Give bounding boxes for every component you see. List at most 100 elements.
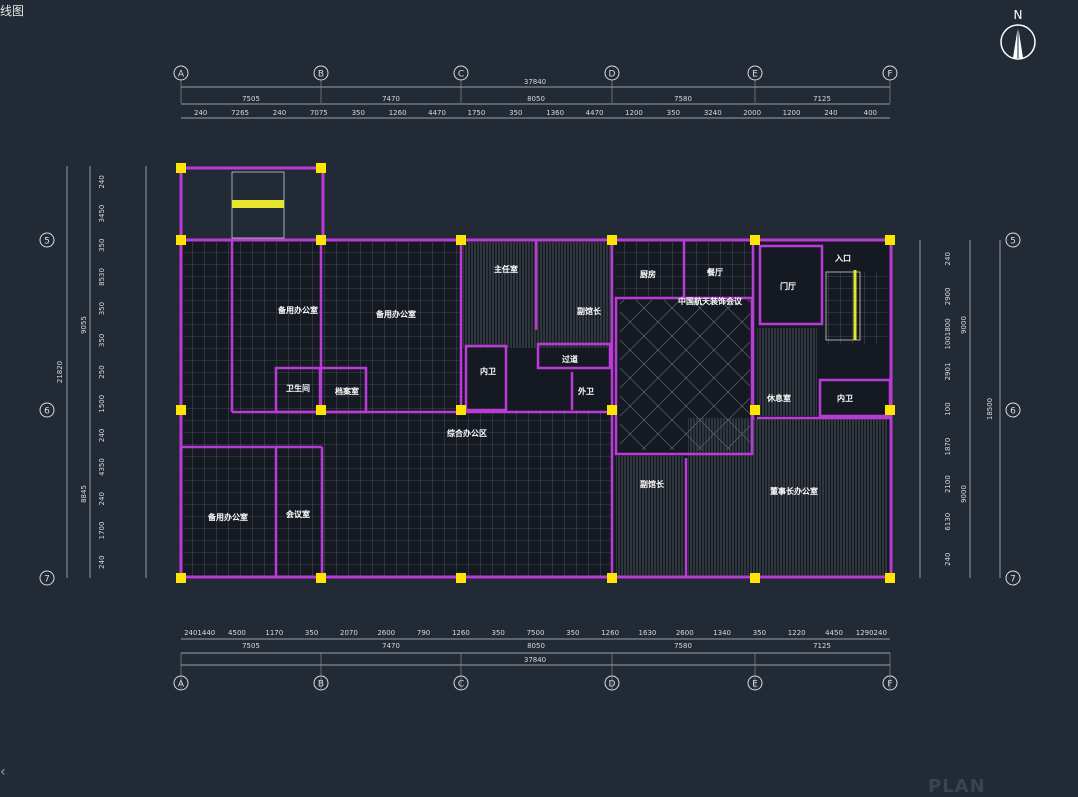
svg-text:240: 240 [98,429,106,442]
svg-text:240: 240 [944,252,952,265]
svg-text:240: 240 [98,175,106,188]
svg-text:F: F [887,70,892,80]
room-label-r6: 备用办公室 [207,512,248,522]
svg-text:4350: 4350 [98,458,106,476]
room-label-r12: 外卫 [578,386,594,396]
svg-text:2600: 2600 [377,629,395,637]
room-label-r20: 副馆长 [640,479,665,489]
room-label-r21: 董事长办公室 [770,486,818,496]
chevron-left-icon[interactable]: ‹ [0,764,6,780]
svg-text:1700: 1700 [98,522,106,540]
svg-text:7: 7 [1010,575,1016,585]
svg-text:350: 350 [305,629,318,637]
svg-text:9000: 9000 [960,316,968,334]
svg-text:1260: 1260 [452,629,470,637]
column-0 [176,235,186,245]
svg-text:A: A [178,680,185,690]
svg-text:6130: 6130 [944,513,952,531]
drawing-title: 线图 [0,4,25,18]
column-18 [176,163,186,173]
svg-text:2600: 2600 [676,629,694,637]
room-label-r2: 备用办公室 [375,309,416,319]
svg-text:350: 350 [98,334,106,347]
svg-text:240: 240 [824,109,837,117]
svg-text:350: 350 [491,629,504,637]
room-label-r1: 备用办公室 [277,305,318,315]
svg-text:350: 350 [667,109,680,117]
axis-bubble-F-0: F [882,65,898,81]
column-12 [750,235,760,245]
svg-text:C: C [458,70,464,80]
svg-text:A: A [178,70,185,80]
svg-text:9000: 9000 [960,485,968,503]
svg-text:7125: 7125 [813,642,831,650]
svg-text:1870: 1870 [944,438,952,456]
column-2 [176,573,186,583]
column-16 [885,405,895,415]
svg-text:B: B [318,70,324,80]
room-label-r9: 副馆长 [577,306,602,316]
room-label-r16: 门厅 [780,281,796,291]
room-label-r13: 厨房 [640,269,656,279]
axis-bubble-E-0: E [747,65,763,81]
interior-walls [181,240,892,577]
svg-text:400: 400 [864,109,877,117]
svg-text:D: D [609,70,616,80]
svg-text:1630: 1630 [639,629,657,637]
column-5 [316,573,326,583]
column-6 [456,235,466,245]
svg-text:7505: 7505 [242,95,260,103]
axis-bubble-6-1: 6 [1005,402,1021,418]
svg-text:7: 7 [44,575,50,585]
svg-text:4470: 4470 [586,109,604,117]
svg-text:7470: 7470 [382,642,400,650]
svg-text:7125: 7125 [813,95,831,103]
svg-text:1290240: 1290240 [856,629,887,637]
svg-text:7470: 7470 [382,95,400,103]
svg-text:37840: 37840 [524,78,546,86]
svg-text:21820: 21820 [56,361,64,383]
room-label-r15: 中国航天装饰会议 [678,296,743,306]
svg-text:350: 350 [566,629,579,637]
structural-columns [176,163,895,583]
svg-text:8050: 8050 [527,642,545,650]
room-label-r4: 档案室 [335,386,359,396]
room-label-r11: 过道 [562,354,578,364]
svg-text:1170: 1170 [265,629,283,637]
column-1 [176,405,186,415]
svg-text:7075: 7075 [310,109,328,117]
axis-bubble-6-0: 6 [39,402,55,418]
room-label-r19: 内卫 [837,393,853,403]
svg-text:8530: 8530 [98,268,106,286]
axis-bubble-7-0: 7 [39,570,55,586]
svg-text:8050: 8050 [527,95,545,103]
column-8 [456,573,466,583]
svg-text:350: 350 [352,109,365,117]
column-4 [316,405,326,415]
axis-bubble-5-0: 5 [39,232,55,248]
column-7 [456,405,466,415]
svg-text:5: 5 [1010,237,1016,247]
svg-text:350: 350 [98,239,106,252]
svg-text:1340: 1340 [713,629,731,637]
svg-text:18500: 18500 [986,398,994,420]
axis-bubble-A-0: A [173,65,189,81]
column-11 [607,573,617,583]
room-label-r18: 休息室 [766,393,791,403]
svg-text:5: 5 [44,237,50,247]
svg-text:4450: 4450 [825,629,843,637]
svg-text:4500: 4500 [228,629,246,637]
column-13 [750,405,760,415]
entrance-stair [825,270,861,341]
svg-text:1220: 1220 [788,629,806,637]
room-label-r3: 卫生间 [286,383,310,393]
svg-text:350: 350 [753,629,766,637]
svg-text:1001800: 1001800 [944,318,952,349]
room-label-r14: 餐厅 [706,267,723,277]
column-3 [316,235,326,245]
svg-text:37840: 37840 [524,656,546,664]
svg-text:1200: 1200 [625,109,643,117]
svg-text:E: E [752,70,758,80]
